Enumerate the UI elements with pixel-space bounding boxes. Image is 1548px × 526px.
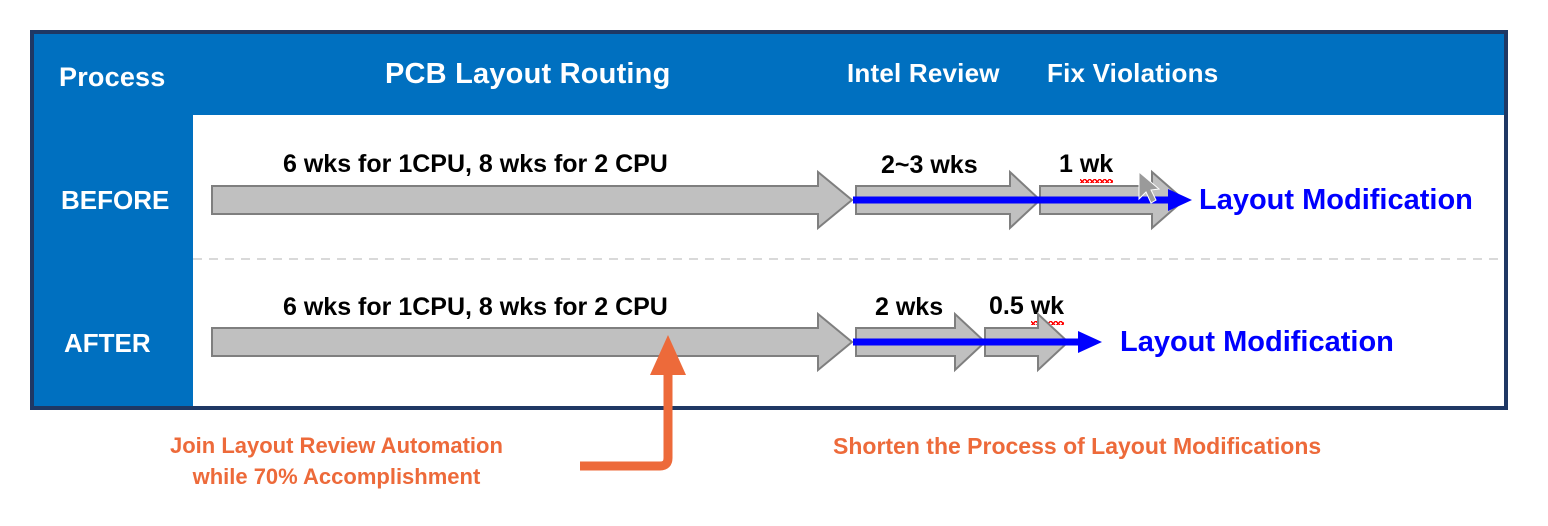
after-fix-duration: 0.5 wk bbox=[989, 292, 1065, 325]
after-fix-duration-number: 0.5 bbox=[989, 292, 1024, 320]
header-process-label: Process bbox=[59, 62, 166, 92]
after-review-duration: 2 wks bbox=[875, 293, 944, 321]
row-label-after: AFTER bbox=[64, 328, 151, 358]
before-outcome-label: Layout Modification bbox=[1199, 184, 1473, 216]
header-stage-pcb-layout-routing: PCB Layout Routing bbox=[385, 58, 671, 90]
automation-callout-line1: Join Layout Review Automation bbox=[170, 433, 503, 458]
header-stage-intel-review: Intel Review bbox=[847, 58, 1000, 88]
after-outcome-label: Layout Modification bbox=[1120, 326, 1394, 358]
before-fix-duration-number: 1 bbox=[1059, 150, 1073, 178]
before-fix-duration: 1 wk bbox=[1059, 150, 1114, 183]
after-fix-duration-unit: wk bbox=[1030, 292, 1065, 325]
automation-callout-text: Join Layout Review Automation while 70% … bbox=[170, 430, 503, 492]
before-routing-duration: 6 wks for 1CPU, 8 wks for 2 CPU bbox=[283, 150, 668, 178]
row-label-before: BEFORE bbox=[61, 185, 170, 215]
before-fix-duration-unit: wk bbox=[1079, 150, 1114, 183]
automation-callout-line2: while 70% Accomplishment bbox=[192, 464, 481, 489]
before-review-duration: 2~3 wks bbox=[881, 151, 978, 179]
after-routing-duration: 6 wks for 1CPU, 8 wks for 2 CPU bbox=[283, 293, 668, 321]
shorten-process-callout-text: Shorten the Process of Layout Modificati… bbox=[833, 433, 1322, 459]
header-stage-fix-violations: Fix Violations bbox=[1047, 58, 1219, 88]
